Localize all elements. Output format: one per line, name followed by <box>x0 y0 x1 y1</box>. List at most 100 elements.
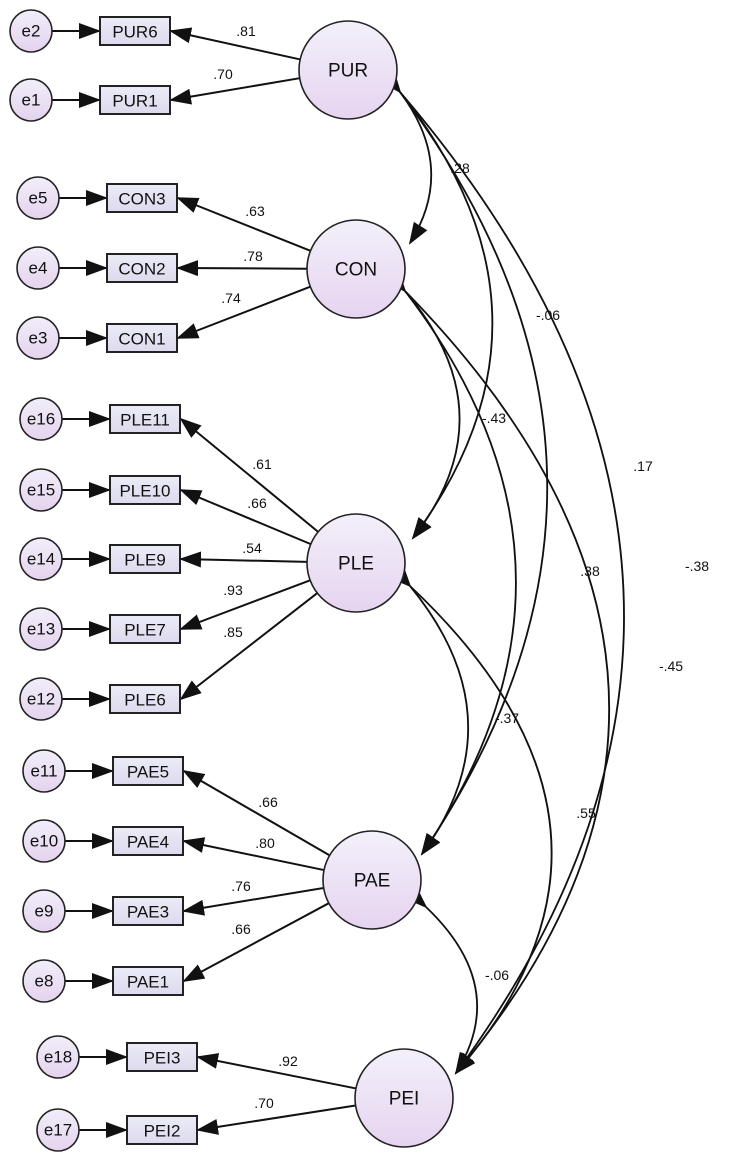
indicator-box-pei2 <box>126 1115 198 1145</box>
loading-arrow-pei3 <box>196 1053 357 1090</box>
covariance-label-ple-pei: .55 <box>576 805 596 821</box>
indicator-label-ple7: PLE7 <box>124 621 166 640</box>
indicator-box-pur1 <box>99 85 171 115</box>
loading-arrow-con3 <box>176 197 311 252</box>
indicator-box-ple7 <box>109 614 181 644</box>
latent-node-ple <box>306 513 406 613</box>
indicator-label-con1: CON1 <box>118 330 165 349</box>
loading-arrow-ple11 <box>179 417 319 533</box>
covariance-label-ple-pae: -.37 <box>495 710 519 726</box>
loading-label-ple10: .66 <box>247 495 267 511</box>
loading-label-pur6: .81 <box>236 23 256 39</box>
error-term-label-e10: e10 <box>30 832 58 851</box>
covariance-arrow-pur-pei <box>380 71 625 1075</box>
covariance-label-pae-pei: -.06 <box>485 967 509 983</box>
indicator-box-pae4 <box>112 826 184 856</box>
covariance-label-pur-pae: .17 <box>633 458 653 474</box>
loading-label-pae3: .76 <box>231 878 251 894</box>
loading-arrow-ple9 <box>179 551 308 568</box>
error-term-label-e11: e11 <box>30 762 57 781</box>
error-term-label-e8: e8 <box>35 972 54 991</box>
error-term-e1 <box>9 78 53 122</box>
covariance-arrow-pae-pei <box>406 887 479 1075</box>
latent-label-pae: PAE <box>354 871 391 892</box>
loading-arrow-ple6 <box>179 592 318 701</box>
indicator-label-pae3: PAE3 <box>127 903 169 922</box>
covariance-label-con-ple: -.43 <box>482 410 506 426</box>
loading-label-pur1: .70 <box>213 66 233 82</box>
indicator-label-pei2: PEI2 <box>144 1122 181 1141</box>
latent-node-pei <box>354 1048 454 1148</box>
indicator-box-con1 <box>106 323 178 353</box>
error-term-label-e13: e13 <box>27 620 55 639</box>
indicator-box-pur6 <box>99 16 171 46</box>
indicator-box-pei3 <box>126 1042 198 1072</box>
indicator-label-ple9: PLE9 <box>124 551 166 570</box>
error-term-label-e12: e12 <box>27 690 55 709</box>
error-term-e8 <box>22 959 66 1003</box>
indicator-label-pae1: PAE1 <box>127 973 169 992</box>
error-term-e13 <box>19 607 63 651</box>
error-term-label-e17: e17 <box>44 1121 72 1140</box>
indicator-label-pae4: PAE4 <box>127 833 169 852</box>
latent-label-con: CON <box>335 260 377 281</box>
error-term-e18 <box>36 1035 80 1079</box>
latent-label-pei: PEI <box>389 1089 420 1110</box>
latent-node-pae <box>322 830 422 930</box>
indicator-label-con3: CON3 <box>118 190 165 209</box>
covariance-label-con-pae: .38 <box>580 563 600 579</box>
covariance-label-pur-con: .28 <box>450 160 470 176</box>
loading-label-pae5: .66 <box>258 794 278 810</box>
loading-arrow-pae3 <box>182 886 324 916</box>
latent-label-ple: PLE <box>338 554 374 575</box>
error-term-e17 <box>36 1108 80 1152</box>
error-term-e16 <box>19 397 63 441</box>
indicator-label-ple6: PLE6 <box>124 691 166 710</box>
indicator-box-pae1 <box>112 966 184 996</box>
error-term-label-e2: e2 <box>22 22 41 41</box>
error-term-e3 <box>16 316 60 360</box>
error-term-label-e18: e18 <box>44 1048 72 1067</box>
indicator-label-pei3: PEI3 <box>144 1049 181 1068</box>
loading-arrow-pae5 <box>182 769 331 857</box>
loading-label-pei2: .70 <box>254 1095 274 1111</box>
loading-label-ple6: .85 <box>223 624 243 640</box>
loading-arrow-con2 <box>176 260 308 277</box>
loading-label-pei3: .92 <box>278 1053 298 1069</box>
loading-arrow-pae1 <box>182 902 330 982</box>
loading-arrow-ple10 <box>179 489 312 546</box>
error-term-label-e15: e15 <box>27 481 55 500</box>
loading-label-ple9: .54 <box>242 540 262 556</box>
indicator-label-pur1: PUR1 <box>112 92 157 111</box>
indicator-box-con3 <box>106 183 178 213</box>
indicator-label-ple10: PLE10 <box>119 482 170 501</box>
error-term-e11 <box>22 749 66 793</box>
error-term-e15 <box>19 468 63 512</box>
covariance-label-pur-pei: -.38 <box>685 558 709 574</box>
error-term-label-e1: e1 <box>22 91 41 110</box>
error-term-label-e5: e5 <box>29 189 48 208</box>
loading-arrow-con1 <box>176 285 311 339</box>
error-term-label-e3: e3 <box>29 329 48 348</box>
indicator-box-ple9 <box>109 544 181 574</box>
error-term-e14 <box>19 537 63 581</box>
error-term-label-e9: e9 <box>35 902 54 921</box>
error-term-label-e4: e4 <box>29 259 48 278</box>
latent-node-pur <box>298 20 398 120</box>
loading-arrow-pur1 <box>169 77 300 105</box>
loading-label-con2: .78 <box>243 248 263 264</box>
loading-label-con3: .63 <box>245 203 265 219</box>
indicator-box-ple11 <box>109 404 181 434</box>
latent-label-pur: PUR <box>328 61 368 82</box>
loading-label-con1: .74 <box>221 290 241 306</box>
covariance-arrow-con-pei <box>385 271 611 1075</box>
covariance-arrow-ple-pae <box>391 565 469 856</box>
loading-arrow-pur6 <box>169 27 301 61</box>
error-term-e9 <box>22 889 66 933</box>
indicator-label-pae5: PAE5 <box>127 763 169 782</box>
loading-arrow-ple7 <box>179 579 311 630</box>
latent-node-con <box>306 219 406 319</box>
error-term-e10 <box>22 819 66 863</box>
loading-arrow-pei2 <box>196 1104 356 1135</box>
loading-label-pae4: .80 <box>255 835 275 851</box>
